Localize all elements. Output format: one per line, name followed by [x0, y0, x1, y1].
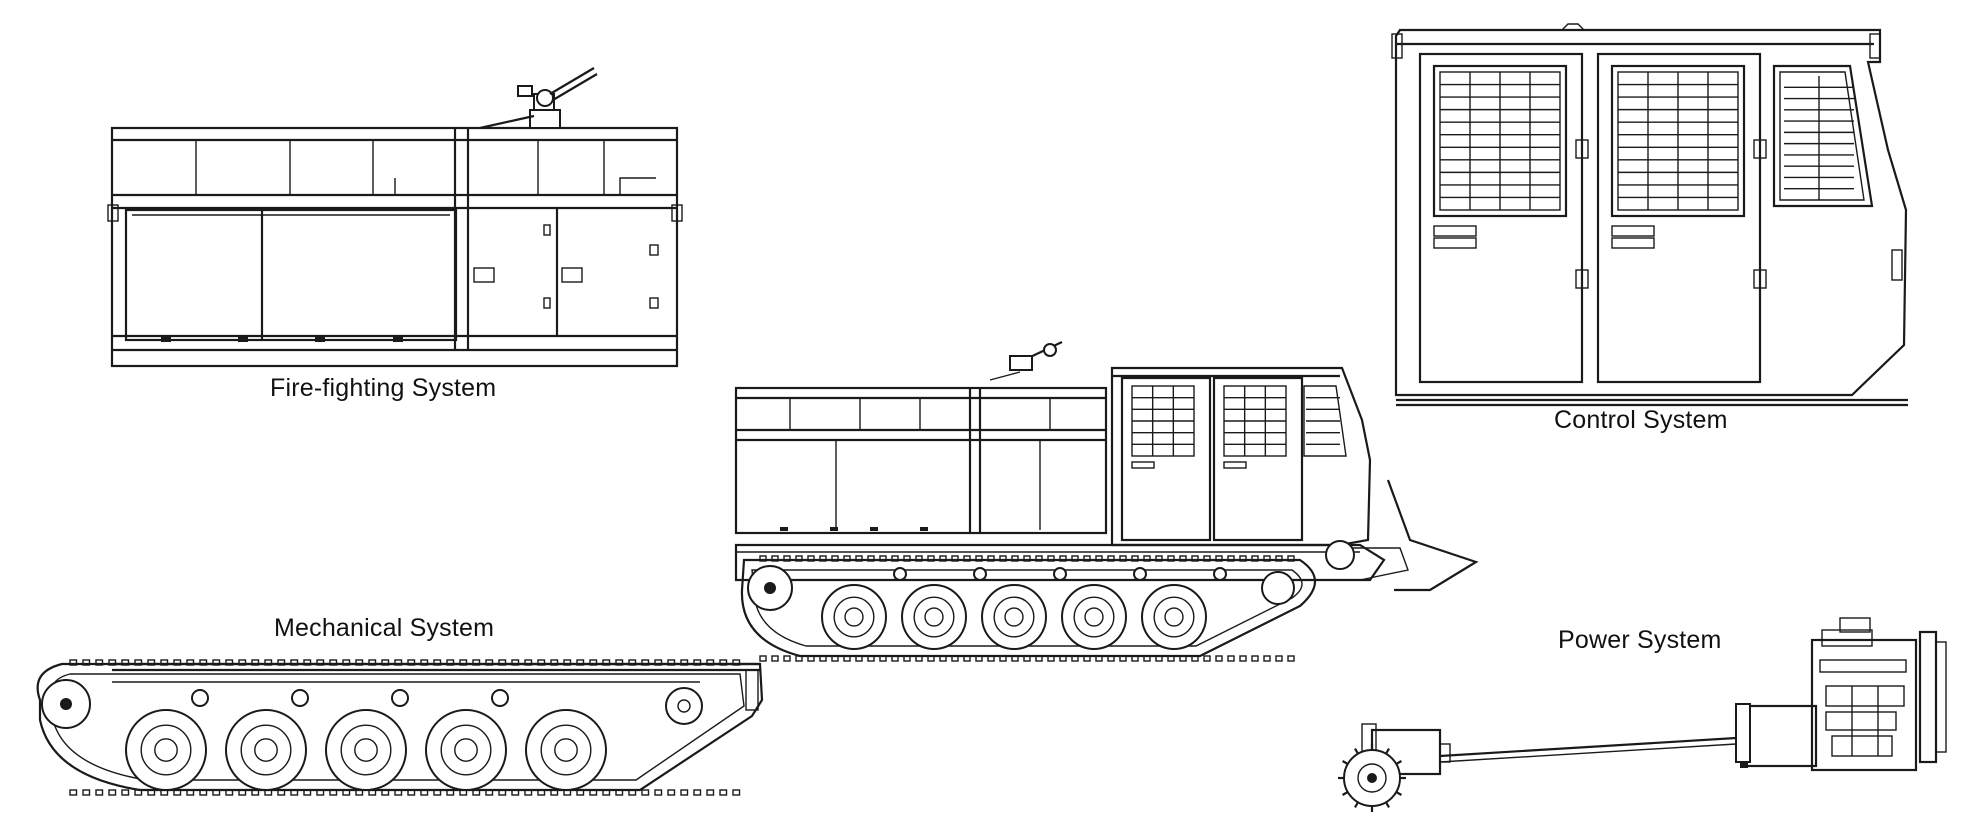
power-system-label: Power System	[1558, 626, 1722, 654]
assembled-vehicle-drawing	[734, 341, 1479, 662]
control-cabin-drawing	[1391, 23, 1908, 407]
fire-fighting-module-drawing	[107, 67, 683, 368]
mechanical-system-label: Mechanical System	[274, 614, 495, 642]
power-drivetrain-drawing	[1338, 617, 1947, 812]
control-system-label: Control System	[1554, 406, 1728, 434]
fire-fighting-system-label: Fire-fighting System	[270, 374, 497, 402]
mechanical-chassis-drawing	[36, 659, 764, 796]
